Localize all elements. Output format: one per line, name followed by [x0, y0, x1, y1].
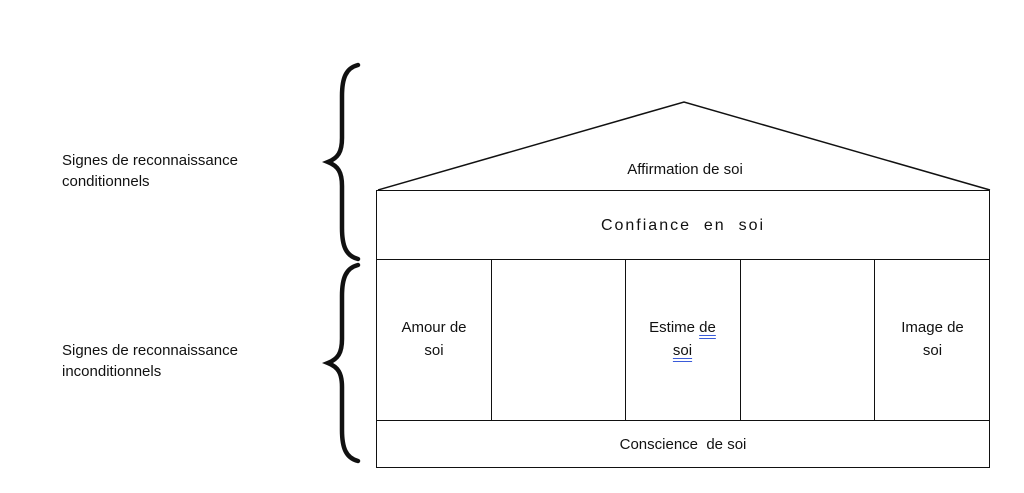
- pillar-amour-line2: soi: [424, 342, 444, 359]
- pillar-estime-line1-marked: de: [699, 319, 716, 336]
- label-cond-line1: Signes de reconnaissance: [62, 152, 238, 169]
- band-confiance-label: Confiance en soi: [600, 216, 766, 234]
- roof-triangle: [377, 101, 991, 191]
- pillar-image: Image de soi: [874, 316, 991, 362]
- band-confiance: Confiance en soi: [376, 190, 990, 261]
- label-incond-line1: Signes de reconnaissance: [62, 342, 238, 359]
- pillar-estime-line1: Estime de: [625, 316, 740, 339]
- label-incond-line2: inconditionnels: [62, 363, 162, 380]
- pillar-estime-line1-text: Estime: [649, 319, 700, 336]
- pillar-image-line2: soi: [922, 342, 943, 359]
- pillar-divider-1: [491, 260, 492, 422]
- band-conscience: Conscience de soi: [376, 420, 990, 468]
- pillar-divider-2: [625, 260, 626, 422]
- pillar-amour: Amour de soi: [377, 316, 491, 362]
- curly-brace-top: [322, 62, 361, 262]
- pillar-estime-line2-text: soi: [672, 342, 693, 359]
- pillar-divider-3: [740, 260, 741, 422]
- pillars-row: Amour de soi Estime de soi Image de soi: [376, 259, 990, 422]
- pillar-estime-line2: soi: [625, 339, 740, 362]
- roof-label: Affirmation de soi: [627, 161, 743, 178]
- pillar-image-line1: Image de: [901, 319, 964, 336]
- pillar-divider-4: [874, 260, 875, 422]
- label-cond-line2: conditionnels: [62, 173, 150, 190]
- curly-brace-bottom: [322, 262, 361, 464]
- band-conscience-label: Conscience de soi: [619, 435, 747, 453]
- pillar-amour-line1: Amour de: [401, 319, 467, 336]
- label-signes-inconditionnels: Signes de reconnaissance inconditionnels: [62, 340, 238, 382]
- label-signes-conditionnels: Signes de reconnaissance conditionnels: [62, 150, 238, 192]
- pillar-estime: Estime de soi: [625, 316, 740, 362]
